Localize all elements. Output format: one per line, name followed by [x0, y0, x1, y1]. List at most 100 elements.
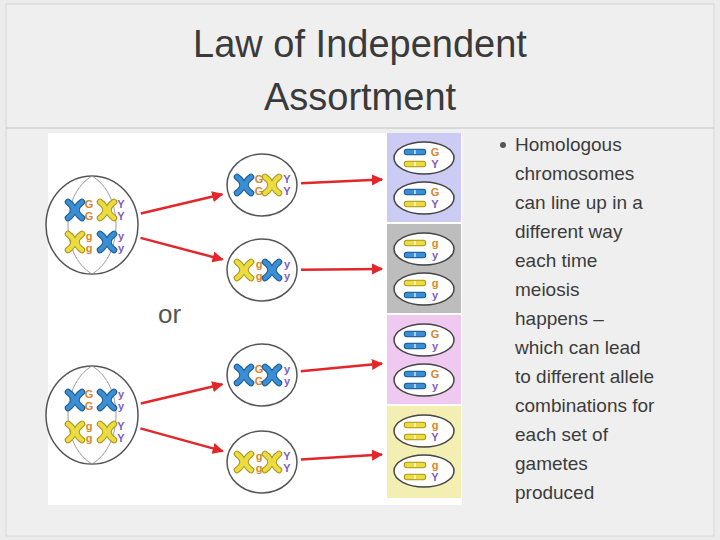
allele-letter: y [118, 389, 124, 400]
cell-membrane [394, 142, 454, 174]
cell-membrane [394, 455, 454, 487]
chromatid [407, 435, 423, 439]
cell-membrane [394, 182, 454, 214]
cell-outline [393, 272, 455, 306]
arrow-connector [141, 194, 223, 213]
allele-letter: Y [117, 421, 124, 432]
parent-cell: GGYYggyy [45, 175, 139, 275]
allele-letter: G [85, 401, 94, 412]
allele-letter: Y [283, 451, 290, 462]
chromatid [407, 384, 423, 388]
allele-letter: y [432, 290, 438, 301]
allele-letter: y [432, 250, 438, 261]
allele-letter: g [256, 451, 263, 462]
cell-outline [393, 141, 455, 175]
chromatid [407, 344, 423, 348]
allele-letter: g [86, 421, 93, 432]
gamete-band: gygy [387, 224, 461, 313]
cell-outline [393, 323, 455, 357]
arrow-connector [301, 364, 382, 372]
gamete-cell: gy [393, 232, 455, 266]
slide-title: Law of Independent Assortment [160, 18, 560, 124]
cell-membrane [227, 344, 297, 406]
daughter-cell: ggyy [226, 238, 298, 302]
allele-letter: y [284, 271, 290, 282]
chromatid [407, 372, 423, 376]
arrow-connector [141, 238, 223, 260]
chromosome [265, 367, 279, 383]
spindle-fiber [68, 366, 116, 464]
gamete-cell: gy [393, 272, 455, 306]
allele-letter: G [255, 174, 264, 185]
chromosome [100, 202, 114, 218]
allele-letter: G [431, 147, 440, 158]
chromatid [407, 463, 423, 467]
gamete-cell: gY [393, 454, 455, 488]
allele-letter: y [284, 376, 290, 387]
allele-letter: Y [117, 433, 124, 444]
chromosome [100, 234, 114, 250]
gamete-cell: GY [393, 181, 455, 215]
parent-cell: GGyyggYY [45, 365, 139, 465]
arrow-connector [301, 455, 382, 460]
bullet-text: Homologous chromosomes can line up in a … [515, 130, 656, 507]
allele-letter: G [431, 187, 440, 198]
gamete-cell: Gy [393, 323, 455, 357]
allele-letter: Y [431, 432, 438, 443]
arrow-connector [301, 179, 382, 183]
chromatid [407, 253, 423, 257]
cell-membrane [227, 431, 297, 493]
title-rule [6, 127, 714, 129]
cell-outline [393, 363, 455, 397]
allele-letter: y [284, 364, 290, 375]
cell-membrane [46, 176, 138, 274]
gamete-band: GyGy [387, 315, 461, 404]
allele-letter: y [432, 381, 438, 392]
cell-membrane [394, 415, 454, 447]
cell-membrane [394, 233, 454, 265]
allele-letter: g [86, 231, 93, 242]
cell-membrane [394, 273, 454, 305]
chromatid [407, 150, 423, 154]
allele-letter: G [431, 369, 440, 380]
cell-membrane [227, 239, 297, 301]
allele-letter: g [432, 420, 439, 431]
chromatid [407, 190, 423, 194]
daughter-cell: GGYY [226, 153, 298, 217]
cell-outline [45, 175, 139, 275]
band-rect [387, 224, 461, 313]
bullet-dot [500, 142, 506, 148]
chromatid [407, 475, 423, 479]
allele-letter: G [255, 376, 264, 387]
chromatid [407, 202, 423, 206]
daughter-cell: GGyy [226, 343, 298, 407]
allele-letter: g [256, 271, 263, 282]
chromosome [68, 202, 82, 218]
band-rect [387, 406, 461, 498]
chromosome [237, 177, 251, 193]
allele-letter: Y [117, 199, 124, 210]
or-label: or [158, 298, 208, 330]
gamete-cell: gY [393, 414, 455, 448]
gamete-cell: Gy [393, 363, 455, 397]
cell-membrane [46, 366, 138, 464]
chromosome [265, 177, 279, 193]
chromosome [100, 424, 114, 440]
allele-letter: g [432, 238, 439, 249]
arrow-connector [141, 384, 223, 403]
allele-letter: y [118, 401, 124, 412]
gamete-cell: GY [393, 141, 455, 175]
cell-outline [45, 365, 139, 465]
arrow-connector [301, 268, 382, 271]
cell-outline [393, 414, 455, 448]
allele-letter: g [86, 243, 93, 254]
cell-membrane [394, 364, 454, 396]
chromatid [407, 162, 423, 166]
band-rect [387, 133, 461, 222]
allele-letter: Y [283, 463, 290, 474]
chromosome [237, 262, 251, 278]
gamete-band: GY GY [387, 133, 461, 222]
allele-letter: g [432, 460, 439, 471]
cell-membrane [394, 324, 454, 356]
chromosome [237, 367, 251, 383]
